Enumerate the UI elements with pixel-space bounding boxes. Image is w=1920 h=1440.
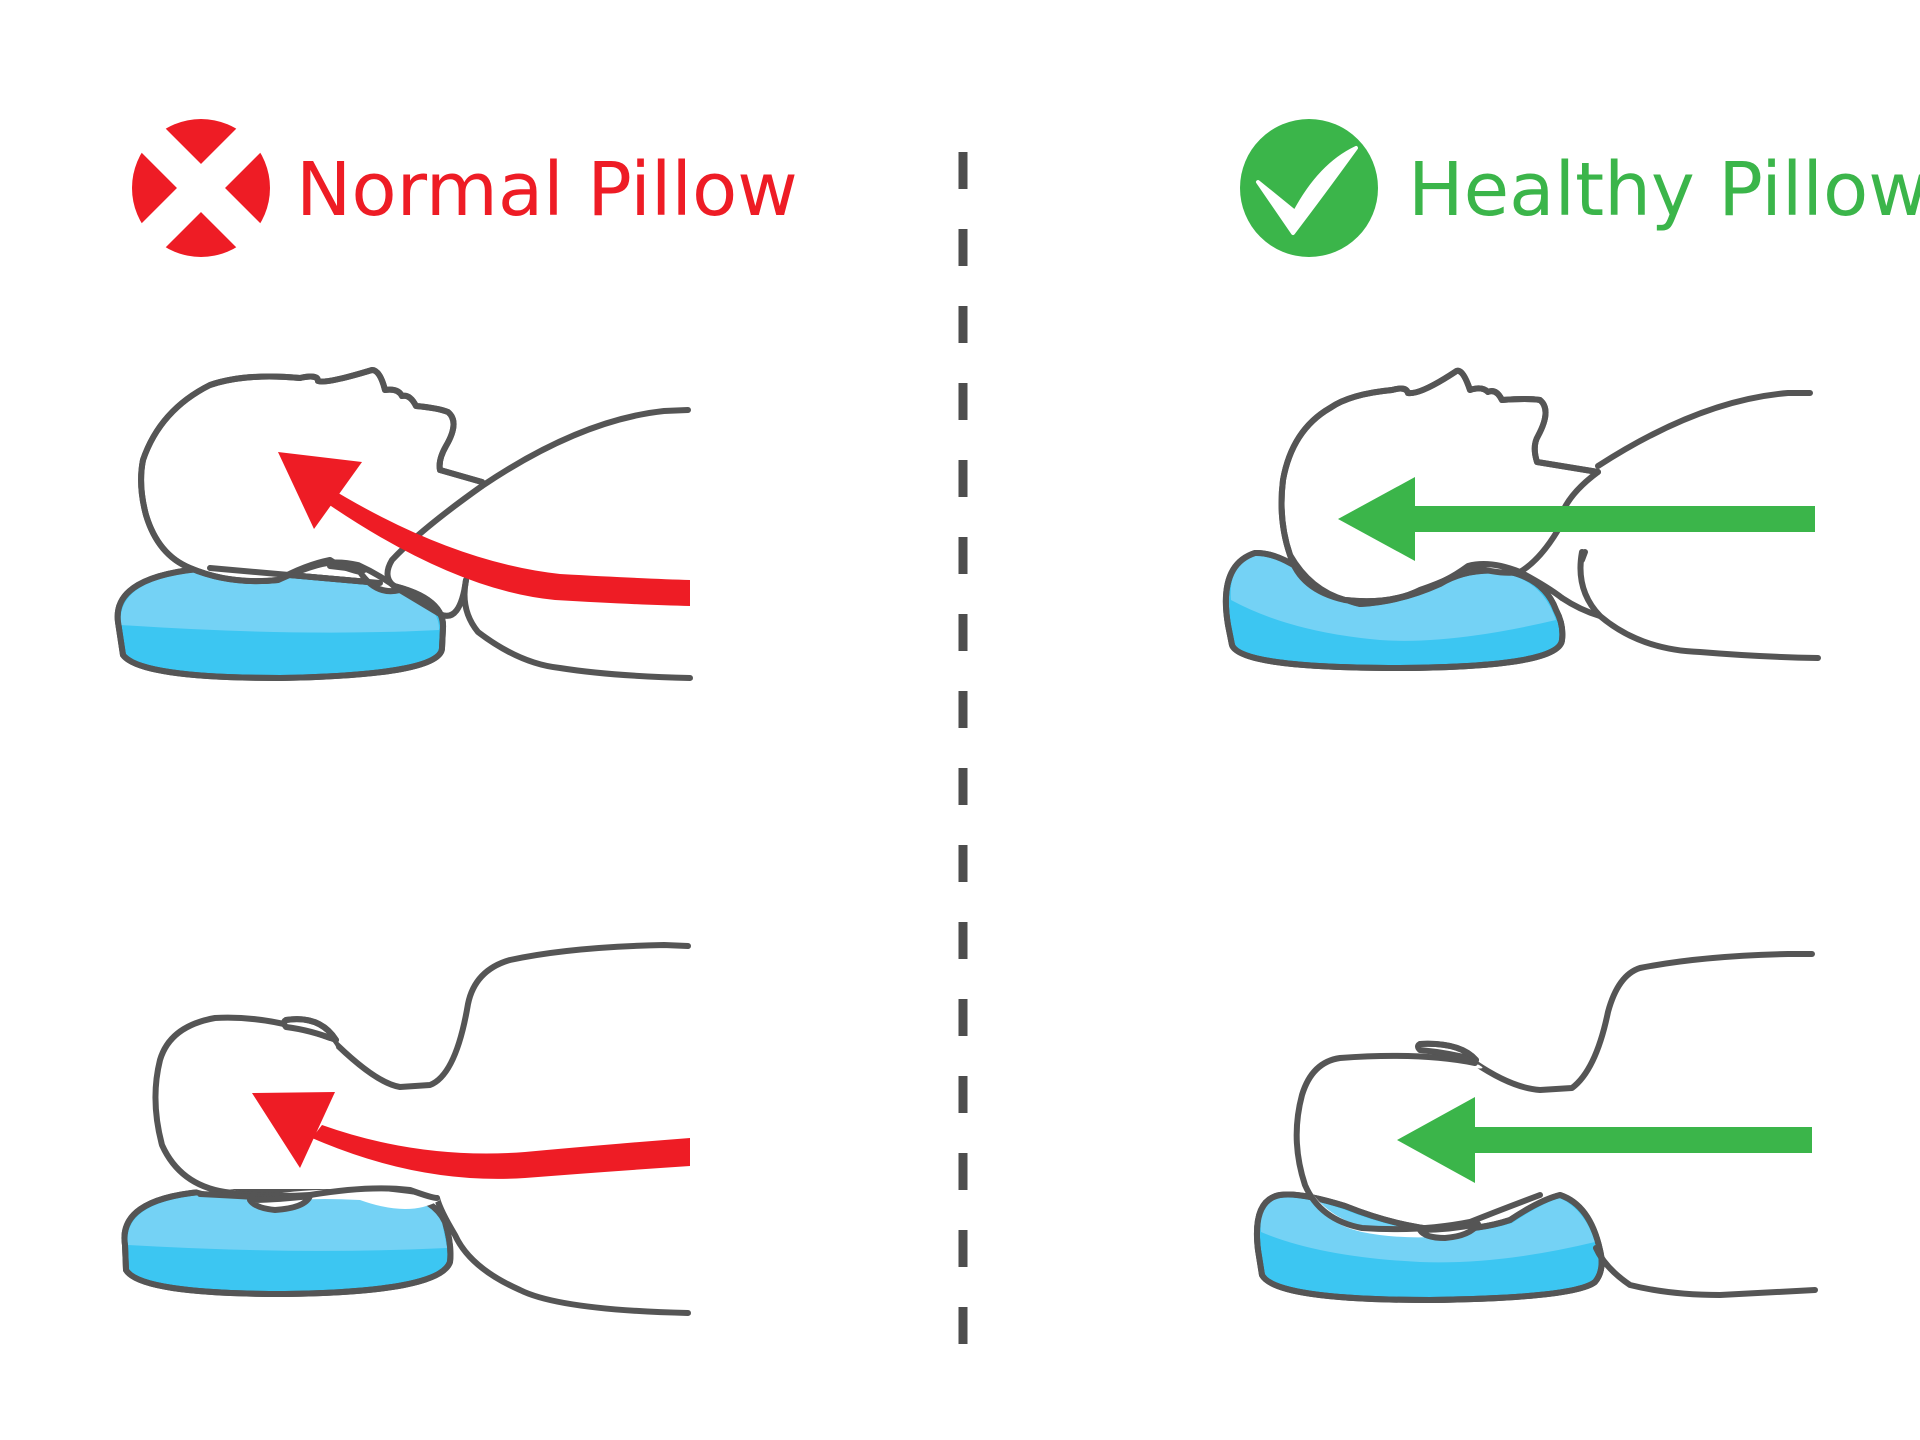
good-alignment-arrow-top	[1415, 506, 1815, 532]
normal-pillow-title: Normal Pillow	[296, 147, 798, 233]
cross-icon	[132, 119, 270, 257]
good-arrowhead-bottom	[1397, 1097, 1475, 1183]
normal-side-sleep-figure	[121, 942, 691, 1316]
bad-alignment-arrow-bottom	[312, 1125, 690, 1179]
healthy-pillow-title: Healthy Pillow	[1408, 147, 1920, 233]
good-alignment-arrow-bottom	[1475, 1127, 1812, 1153]
healthy-back-sleep-figure	[1222, 367, 1821, 671]
check-icon	[1240, 119, 1378, 257]
bad-alignment-arrow-top	[315, 485, 690, 606]
normal-back-sleep-figure	[114, 367, 693, 681]
head-outline-side	[149, 1017, 440, 1209]
healthy-side-sleep-figure	[1254, 951, 1818, 1303]
